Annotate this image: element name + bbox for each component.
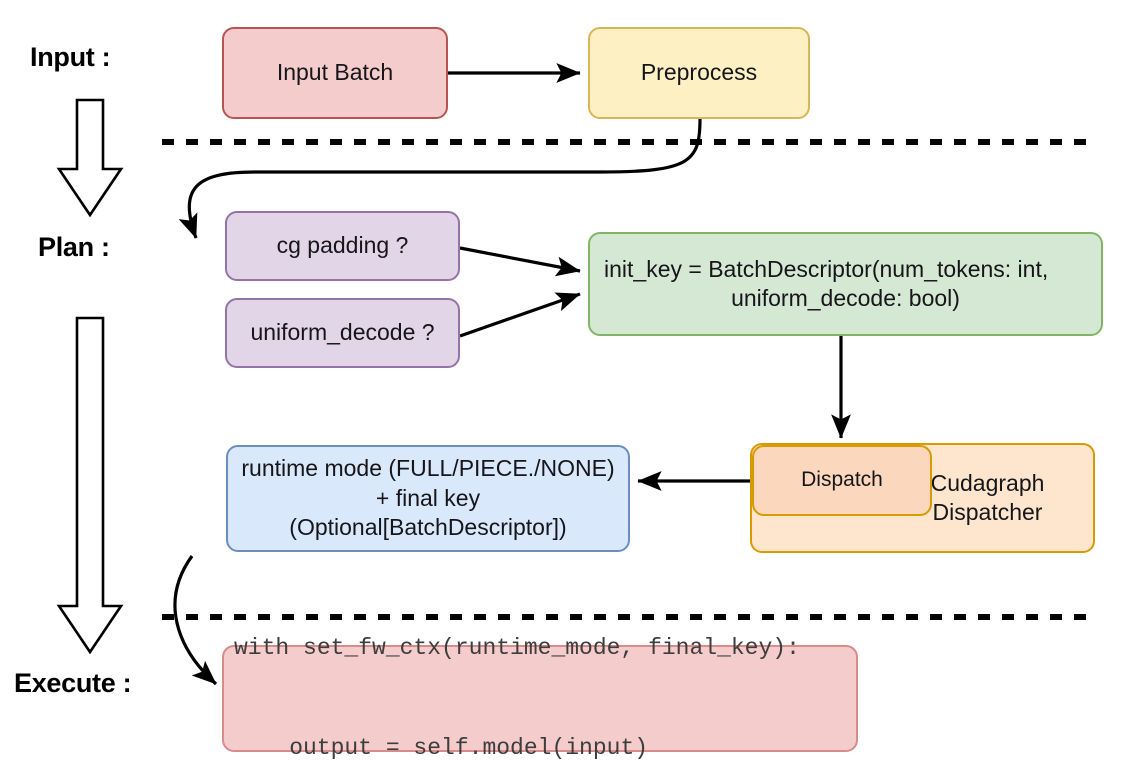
node-preprocess[interactable]: Preprocess	[588, 27, 810, 119]
code-line-2: output = self.model(input)	[234, 734, 649, 761]
node-runtime-mode-line-2: + final key (Optional[BatchDescriptor])	[289, 484, 567, 541]
code-line-1: with set_fw_ctx(runtime_mode, final_key)…	[234, 634, 800, 661]
node-cudagraph-dispatcher-line-1: Cudagraph	[930, 469, 1045, 496]
stage-label-input: Input :	[30, 42, 111, 72]
node-init-key-line-2: uniform_decode: bool)	[731, 285, 960, 311]
node-uniform-decode[interactable]: uniform_decode ?	[225, 298, 460, 368]
node-init-key[interactable]: init_key = BatchDescriptor(num_tokens: i…	[588, 232, 1103, 336]
node-init-key-line-1: init_key = BatchDescriptor(num_tokens: i…	[604, 255, 1049, 282]
block-arrow-plan-to-execute	[56, 316, 124, 655]
stage-label-plan: Plan :	[38, 232, 110, 262]
node-runtime-mode[interactable]: runtime mode (FULL/PIECE./NONE) + final …	[226, 445, 630, 552]
node-input-batch[interactable]: Input Batch	[222, 27, 448, 119]
block-arrow-input-to-plan	[56, 98, 124, 218]
connector-cg-padding-to-init-key	[459, 246, 581, 277]
node-runtime-mode-line-1: runtime mode (FULL/PIECE./NONE)	[241, 455, 615, 482]
node-execute-code[interactable]: with set_fw_ctx(runtime_mode, final_key)…	[222, 635, 858, 761]
node-cg-padding[interactable]: cg padding ?	[225, 211, 460, 281]
node-cudagraph-dispatcher-line-2: Dispatcher	[932, 499, 1043, 525]
connector-runtime-mode-to-execute-code	[173, 555, 218, 686]
stage-label-execute: Execute :	[14, 668, 132, 698]
connector-uniform-decode-to-init-key	[459, 292, 581, 338]
node-dispatch[interactable]: Dispatch	[752, 445, 932, 516]
